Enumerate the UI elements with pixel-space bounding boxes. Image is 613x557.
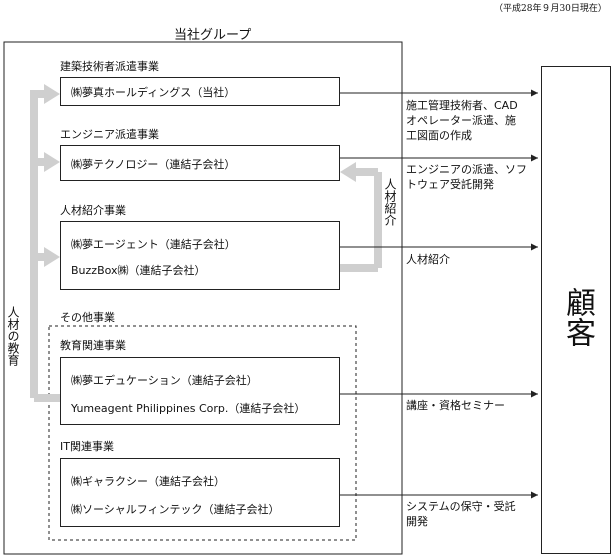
segment-heading-other: その他事業 — [60, 311, 115, 324]
service-label-recruitment-line: 人材紹介 — [406, 253, 450, 266]
segment-heading-engineer: エンジニア派遣事業 — [60, 128, 159, 141]
company-box-it: ㈱ギャラクシー（連結子会社） ㈱ソーシャルフィンテック（連結子会社） — [60, 458, 340, 527]
referral-flow-arrow — [340, 168, 382, 272]
segment-heading-education: 教育関連事業 — [60, 339, 126, 352]
company-box-engineer: ㈱夢テクノロジー（連結子会社） — [60, 145, 340, 181]
other-business-container — [48, 325, 357, 541]
service-label-it-line: システムの保守・受託 — [406, 500, 516, 513]
customer-label: 顧客 — [560, 287, 595, 347]
service-label-education: 講座・資格セミナー — [406, 398, 505, 413]
education-flow-arrow — [30, 90, 60, 402]
referral-flow-label: 人材紹介 — [383, 178, 397, 226]
company-galaxy: ㈱ギャラクシー（連結子会社） — [71, 475, 225, 488]
date-note: （平成28年９月30日現在） — [494, 4, 607, 14]
education-flow-label: 人材の教育 — [6, 306, 20, 366]
service-label-construction-line: オペレーター派遣、施 — [406, 114, 516, 127]
company-yume-technology: ㈱夢テクノロジー（連結子会社） — [71, 158, 236, 171]
referral-flow-arrowhead — [340, 162, 356, 182]
company-yume-agent: ㈱夢エージェント（連結子会社） — [71, 238, 236, 251]
company-box-education: ㈱夢エデュケーション（連結子会社） Yumeagent Philippines … — [60, 357, 340, 425]
service-label-construction: 施工管理技術者、CAD オペレーター派遣、施 工図面の作成 — [406, 98, 518, 143]
education-flow-arrowheads — [44, 84, 60, 267]
company-box-construction: ㈱夢真ホールディングス（当社） — [60, 77, 340, 106]
company-social-fintech: ㈱ソーシャルフィンテック（連結子会社） — [71, 503, 280, 516]
segment-heading-recruitment: 人材紹介事業 — [60, 204, 126, 217]
company-buzzbox: BuzzBox㈱（連結子会社） — [71, 264, 206, 277]
service-label-engineer-line: トウェア受託開発 — [406, 178, 494, 191]
company-box-recruitment: ㈱夢エージェント（連結子会社） BuzzBox㈱（連結子会社） — [60, 221, 340, 290]
service-label-construction-line: 工図面の作成 — [406, 129, 472, 142]
service-label-it-line: 開発 — [406, 515, 428, 528]
group-container — [3, 41, 403, 555]
service-label-it: システムの保守・受託 開発 — [406, 499, 516, 529]
segment-heading-construction: 建築技術者派遣事業 — [60, 60, 159, 73]
segment-heading-it: IT関連事業 — [60, 440, 114, 453]
group-title: 当社グループ — [174, 28, 252, 43]
service-label-engineer: エンジニアの派遣、ソフ トウェア受託開発 — [406, 162, 527, 192]
company-yume-education: ㈱夢エデュケーション（連結子会社） — [71, 374, 258, 387]
service-label-engineer-line: エンジニアの派遣、ソフ — [406, 163, 527, 176]
service-label-education-line: 講座・資格セミナー — [406, 399, 505, 412]
company-yumeagent-philippines: Yumeagent Philippines Corp.（連結子会社） — [71, 402, 306, 415]
service-label-recruitment: 人材紹介 — [406, 252, 450, 267]
customer-box: 顧客 — [541, 66, 611, 554]
company-yumeshin-holdings: ㈱夢真ホールディングス（当社） — [71, 86, 236, 99]
service-label-construction-line: 施工管理技術者、CAD — [406, 99, 518, 112]
